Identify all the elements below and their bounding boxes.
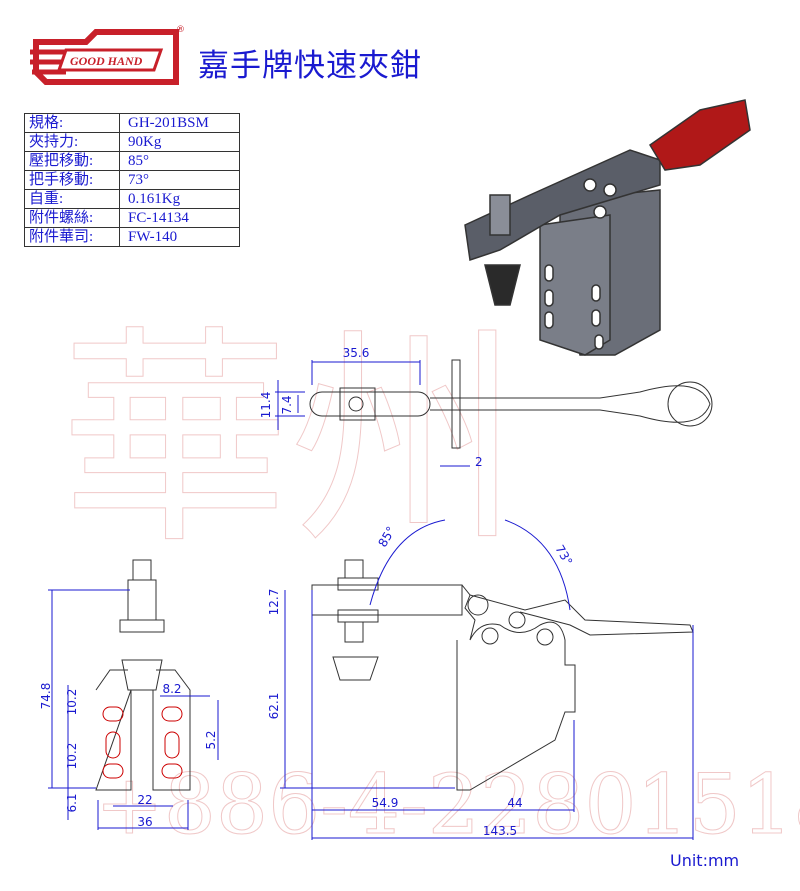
handle-grip [648,99,751,171]
dim-side-left: 54.9 [372,796,399,810]
dim-front-pitch: 22 [137,793,152,807]
watermark-chars: 華州 [60,308,520,575]
clamp-front-view [48,559,219,830]
spec-row: 附件螺絲:FC-14134 [24,208,240,228]
spec-label: 壓把移動: [24,151,120,171]
dim-side-height: 62.1 [267,693,281,720]
dim-front-width: 36 [137,815,152,829]
dim-angle-bar: 85° [375,524,398,549]
registered-mark: ® [176,25,185,35]
spec-row: 附件華司:FW-140 [24,227,240,247]
good-hand-logo: GOOD HAND ® [30,25,185,85]
dim-front-bottom: 6.1 [65,793,79,812]
spec-value: FC-14134 [119,208,240,228]
dim-front-spacing-a: 10.2 [65,689,79,716]
clamp-top-view [275,359,713,467]
dim-side-total: 143.5 [483,824,517,838]
clamp-3d-view [464,99,751,356]
logo-text: GOOD HAND [70,54,143,68]
dim-side-right: 44 [507,796,522,810]
spindle-tip [484,264,521,306]
dim-front-slot: 5.2 [204,730,218,749]
dim-front-spacing-b: 10.2 [65,743,79,770]
spec-label: 自重: [24,189,120,209]
spec-label: 夾持力: [24,132,120,152]
dim-front-hole-width: 8.2 [162,682,181,696]
spec-value: FW-140 [119,227,240,247]
spec-value: 85° [119,151,240,171]
dim-top-h2: 7.4 [280,395,294,414]
clamp-side-view [280,519,694,840]
spec-row: 壓把移動:85° [24,151,240,171]
dim-top-gap: 2 [475,455,483,469]
dim-top-width: 35.6 [343,346,370,360]
dim-side-bar: 12.7 [267,589,281,616]
unit-label: Unit:mm [670,851,740,870]
dim-top-h1: 11.4 [259,392,273,419]
spec-label: 附件螺絲: [24,208,120,228]
page-title: 嘉手牌快速夾鉗 [198,48,422,84]
dim-front-height: 74.8 [39,683,53,710]
spec-row: 規格:GH-201BSM [24,113,240,133]
spec-label: 附件華司: [24,227,120,247]
spec-row: 把手移動:73° [24,170,240,190]
